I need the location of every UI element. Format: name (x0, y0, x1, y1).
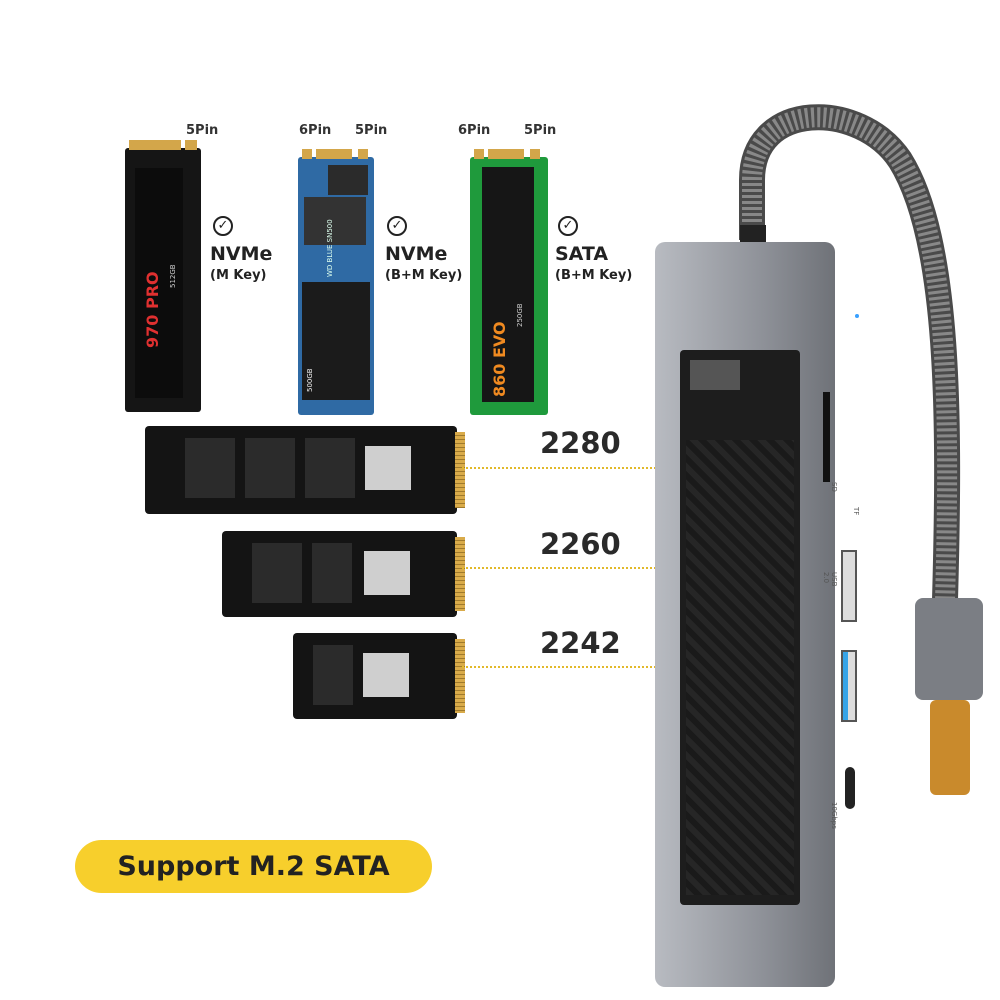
length-label-2280: 2280 (540, 426, 621, 460)
pin-label: 5Pin (186, 123, 219, 138)
ssd-key: (M Key) (210, 268, 267, 283)
check-circle-icon: ✓ (558, 216, 578, 236)
length-indicator-line (462, 666, 720, 668)
length-indicator-line (462, 567, 720, 569)
support-badge: Support M.2 SATA (75, 840, 432, 893)
ssd-2242-image (293, 633, 465, 719)
port-label-tf: TF (852, 507, 860, 516)
pin-label: 6Pin (299, 123, 332, 138)
ssd-key: (B+M Key) (555, 268, 633, 283)
port-label-10gbps: 10Gbps (830, 802, 838, 829)
pcb-window (680, 350, 800, 905)
ssd-type: NVMe (385, 243, 448, 265)
pin-label: 5Pin (524, 123, 557, 138)
usb-c-port[interactable] (845, 767, 855, 809)
pin-label: 6Pin (458, 123, 491, 138)
ssd-2280-image (145, 426, 465, 514)
sd-slot[interactable] (823, 392, 830, 482)
ssd-key: (B+M Key) (385, 268, 463, 283)
check-circle-icon: ✓ (213, 216, 233, 236)
length-label-2260: 2260 (540, 527, 621, 561)
pin-label: 5Pin (355, 123, 388, 138)
ssd-type: SATA (555, 243, 609, 265)
ssd-2260-image (222, 531, 465, 617)
m2-hub-body: SD TF USB 2.0 10Gbps (655, 242, 860, 987)
length-label-2242: 2242 (540, 626, 621, 660)
port-label-usb2: USB 2.0 (822, 572, 838, 587)
port-label-sd: SD (830, 482, 838, 492)
usb3-port[interactable] (841, 650, 857, 722)
ssd-card-image: WD BLUE SN500 500GB (298, 149, 374, 415)
length-indicator-line (462, 467, 720, 469)
usb2-port[interactable] (841, 550, 857, 622)
ssd-type: NVMe (210, 243, 273, 265)
ssd-card-image: 860 EVO 250GB (470, 149, 548, 415)
check-circle-icon: ✓ (387, 216, 407, 236)
ssd-card-image: 970 PRO 512GB (125, 140, 201, 412)
